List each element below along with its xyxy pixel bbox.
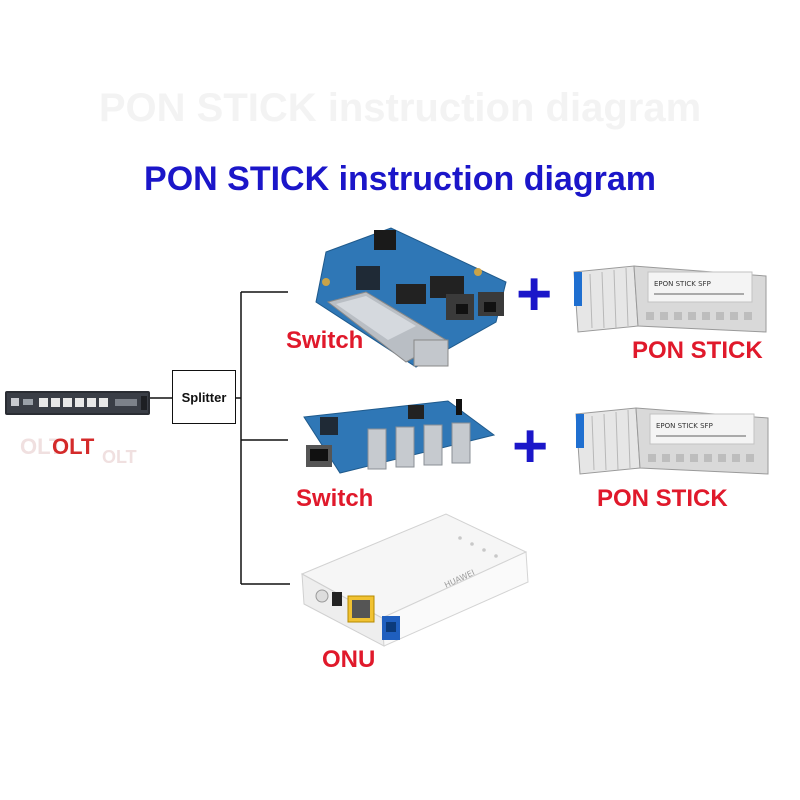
olt-label: OLT [52,434,95,459]
olt-device [5,391,150,415]
sfp-sticker-1: EPON STICK SFP [654,280,711,288]
switch-2-board [303,399,496,474]
switch-1-label: Switch [286,327,364,354]
olt-ghost-label: OLT [20,434,63,459]
onu-label: ONU [322,646,376,673]
plus-sign-2: + [512,412,549,481]
olt-ghost-label-wrap: OLT [20,434,62,460]
splitter-box: Splitter [172,370,236,424]
pon-stick-2-label: PON STICK [597,485,728,512]
pon-stick-1-label: PON STICK [632,337,763,364]
olt-ghost-label-2: OLT [102,447,137,467]
switch-1-board [315,227,507,368]
pon-stick-1: EPON STICK SFP [573,265,767,333]
olt-label-wrap: OLT [52,434,94,460]
plus-sign-1: + [516,260,553,329]
sfp-sticker-2: EPON STICK SFP [656,422,713,430]
ghost-title: PON STICK instruction diagram [98,86,702,130]
switch-2-label: Switch [296,485,374,512]
olt-ghost-label-2-wrap: OLT [102,447,137,468]
splitter-label: Splitter [181,389,227,405]
diagram-title: PON STICK instruction diagram [144,160,656,198]
pon-stick-2: EPON STICK SFP [575,407,769,475]
onu-device: HUAWEI [300,513,529,647]
